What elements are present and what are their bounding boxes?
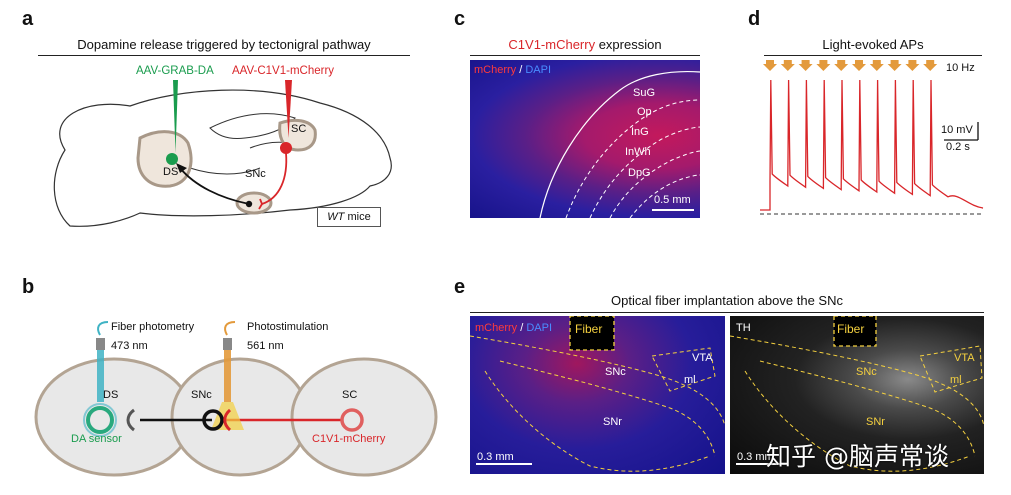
th-label: TH [736, 322, 751, 334]
panel-c-letter: c [454, 8, 466, 30]
panel-d-title: Light-evoked APs [822, 37, 924, 52]
panel-a-rule [38, 55, 410, 56]
da-sensor-ring [86, 406, 114, 434]
stim-label: Photostimulation [247, 321, 329, 333]
sc-ellipse [290, 357, 438, 477]
panel-c-title-rest: expression [595, 37, 662, 52]
opsin-label: C1V1-mCherry [312, 433, 386, 445]
light-pulse-arrow [816, 60, 831, 71]
mice-text: mice [344, 211, 371, 223]
mcherry-dapi-micrograph: mCherry / DAPI Fiber VTA ml SNc SNr 0.3 … [470, 316, 725, 474]
sc-b-label: SC [342, 389, 358, 401]
light-pulse-arrow [798, 60, 813, 71]
layer-dpg: DpG [628, 167, 651, 179]
voltage-scale-label: 10 mV [941, 124, 973, 136]
snc-label-left: SNc [605, 366, 626, 378]
panel-e-letter: e [454, 276, 466, 298]
panel-c-title: C1V1-mCherry expression [470, 37, 700, 52]
panel-d-letter: d [748, 8, 761, 30]
ml-label-left: ml [684, 374, 696, 386]
layer-sug: SuG [633, 87, 656, 99]
ds-green-dot [166, 153, 178, 165]
snr-label-right: SNr [866, 416, 885, 428]
panel-e-title: Optical fiber implantation above the SNc [611, 293, 843, 308]
ds-ellipse [34, 357, 194, 477]
ds-region [136, 130, 193, 188]
panel-e-left-legend: mCherry / DAPI [475, 322, 553, 334]
sc-neuron-ring [340, 408, 364, 432]
stim-wavelength: 561 nm [247, 340, 284, 352]
light-pulse-arrow [923, 60, 938, 71]
ml-label-right: ml [950, 374, 962, 386]
panel-c-legend: mCherry / DAPI [474, 64, 552, 76]
red-injection-needle [285, 80, 292, 138]
ds-synapse [126, 408, 135, 432]
stim-fiber [224, 350, 231, 402]
scale-label-left: 0.3 mm [477, 451, 514, 463]
ds-label: DS [163, 166, 179, 178]
fiber-schematic [34, 321, 438, 477]
photometry-wavelength: 473 nm [111, 340, 148, 352]
fiber-label-left: Fiber [575, 322, 603, 336]
time-scale-label: 0.2 s [946, 141, 970, 153]
scale-label-right: 0.3 mm [737, 451, 774, 463]
photometry-ferrule [96, 338, 105, 350]
collicular-micrograph: mCherry / DAPI SuG Op InG InWh DpG 0.5 m… [470, 60, 700, 218]
panel-d-rule [764, 55, 982, 56]
light-pulse-arrow [780, 60, 795, 71]
sc-red-dot [280, 142, 292, 154]
ap-trace-plot [760, 60, 984, 215]
brain-schematic [53, 80, 392, 227]
photometry-label: Fiber photometry [111, 321, 195, 333]
red-virus-label: AAV-C1V1-mCherry [232, 65, 335, 77]
light-pulse-arrow [869, 60, 884, 71]
ds-b-label: DS [103, 389, 119, 401]
panel-c-scale-label: 0.5 mm [654, 194, 691, 206]
panel-e-rule [470, 312, 984, 313]
wt-italic: WT [327, 211, 345, 223]
vta-label-left: VTA [692, 352, 713, 364]
layer-ing: InG [631, 126, 649, 138]
panel-c-rule [470, 55, 700, 56]
layer-op: Op [637, 106, 652, 118]
frequency-label: 10 Hz [946, 62, 975, 74]
snc-b-label: SNc [191, 389, 212, 401]
snc-label-right: SNc [856, 366, 877, 378]
panel-c-title-red: C1V1-mCherry [508, 37, 596, 52]
watermark: 知乎 @脑声常谈 [766, 442, 949, 471]
light-cone [211, 402, 244, 430]
snc-label: SNc [245, 168, 266, 180]
membrane-potential-trace [760, 79, 984, 211]
panel-a-letter: a [22, 8, 34, 30]
sc-label: SC [291, 123, 307, 135]
snc-synapse [223, 408, 232, 432]
th-micrograph: TH Fiber VTA ml SNc SNr 0.3 mm [730, 316, 984, 474]
light-pulse-arrow [905, 60, 920, 71]
light-pulse-arrow [834, 60, 849, 71]
light-pulse-arrow [887, 60, 902, 71]
wt-mice-box: WT mice [317, 207, 381, 227]
brain-outline [53, 89, 392, 227]
green-injection-needle [173, 80, 178, 153]
photometry-fiber [97, 350, 104, 402]
light-pulse-arrow [763, 60, 777, 71]
snc-neuron-ring [202, 409, 224, 431]
fiber-label-right: Fiber [837, 322, 865, 336]
layer-inwh: InWh [625, 146, 651, 158]
panel-a-title: Dopamine release triggered by tectonigra… [77, 37, 371, 52]
light-pulse-arrow [852, 60, 866, 71]
green-virus-label: AAV-GRAB-DA [136, 65, 214, 77]
panel-b-letter: b [22, 276, 35, 298]
stim-ferrule [223, 338, 232, 350]
vta-label-right: VTA [954, 352, 975, 364]
snr-label-left: SNr [603, 416, 622, 428]
snc-region [235, 191, 273, 215]
snc-ellipse [170, 357, 310, 477]
da-sensor-label: DA sensor [71, 433, 122, 445]
